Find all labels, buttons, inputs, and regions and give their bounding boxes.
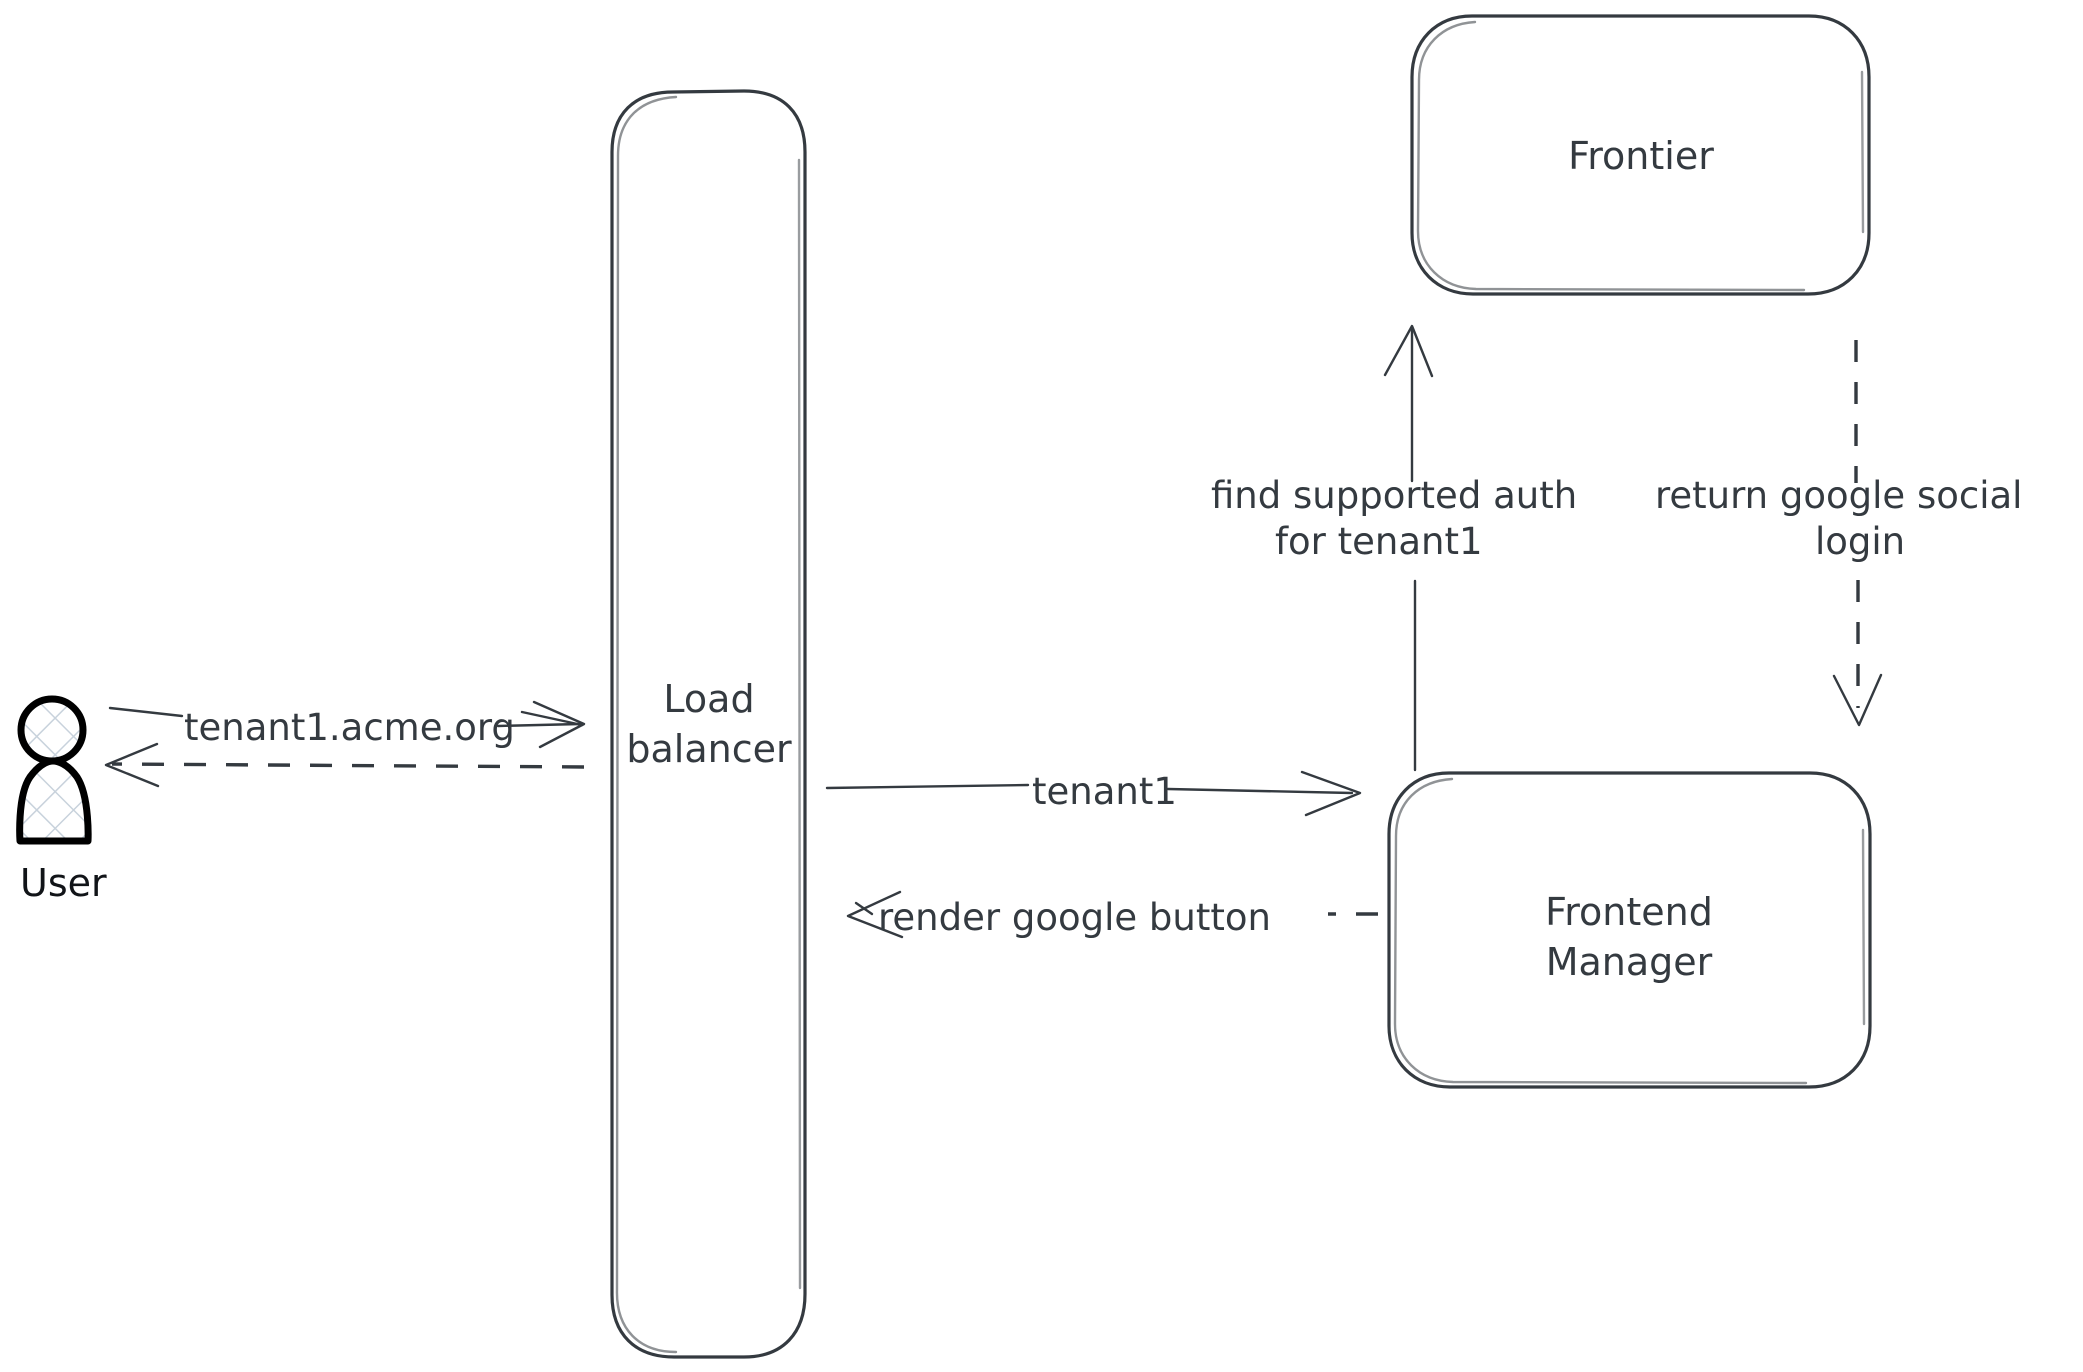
edge-user-to-load-balancer-line	[108, 700, 586, 749]
load-balancer-label-line1: Load	[663, 677, 754, 721]
edge-user-to-load-balancer-label: tenant1.acme.org	[184, 706, 515, 749]
edge-frontend-manager-to-frontier-line	[1383, 324, 1434, 772]
frontend-manager-shape[interactable]	[1387, 771, 1872, 1089]
user-actor-shape[interactable]	[16, 695, 92, 845]
frontend-manager-label-line1: Frontend	[1545, 890, 1713, 934]
load-balancer-shape[interactable]	[610, 89, 807, 1359]
frontend-manager-label-line2: Manager	[1546, 940, 1713, 984]
edge-frontend-manager-to-load-balancer-line	[846, 890, 1378, 939]
edge-load-balancer-to-frontend-manager-label: tenant1	[1032, 770, 1177, 813]
frontier-label: Frontier	[1568, 134, 1714, 178]
edge-frontend-manager-to-frontier-label-line2: for tenant1	[1275, 520, 1483, 563]
edge-load-balancer-to-frontend-manager-line	[825, 770, 1362, 817]
edge-frontend-manager-to-frontier-label-line1: find supported auth	[1211, 474, 1577, 517]
edge-frontier-to-frontend-manager-label-line2: login	[1815, 520, 1905, 563]
edge-frontier-to-frontend-manager-label-line1: return google social	[1655, 474, 2022, 517]
edge-frontend-manager-to-load-balancer-label: render google button	[878, 896, 1271, 939]
load-balancer-label-line2: balancer	[626, 727, 792, 771]
user-actor-label: User	[20, 861, 107, 905]
frontier-shape[interactable]	[1410, 14, 1871, 296]
edge-load-balancer-to-user-line	[104, 742, 585, 788]
edge-frontier-to-frontend-manager-line	[1832, 340, 1883, 727]
